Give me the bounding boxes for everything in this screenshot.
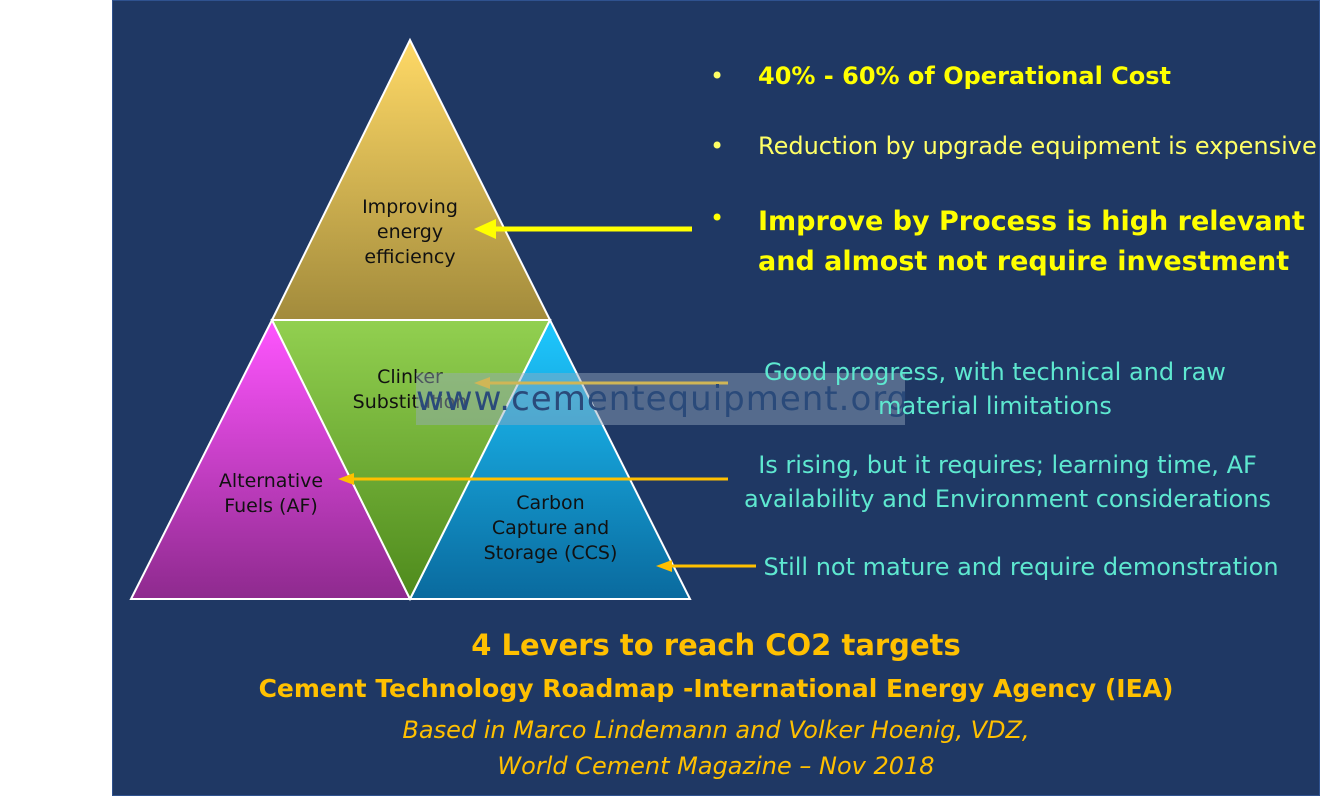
note-clinker: Good progress, with technical and raw ma…	[764, 358, 1226, 420]
caption-title: 4 Levers to reach CO2 targets	[471, 628, 961, 662]
bullet-dot-3: •	[710, 204, 725, 232]
bullet-operational-cost: 40% - 60% of Operational Cost	[758, 62, 1172, 90]
arrow-clinker	[474, 377, 728, 389]
label-ccs: Carbon Capture and Storage (CCS)	[483, 492, 618, 564]
note-af: Is rising, but it requires; learning tim…	[743, 451, 1272, 513]
bullet-improve-by-process: Improve by Process is high relevant and …	[758, 206, 1305, 277]
watermark: www.cementequipment.org	[416, 373, 908, 425]
caption-source-line2: World Cement Magazine – Nov 2018	[497, 752, 935, 780]
label-alternative-fuels: Alternative Fuels (AF)	[218, 470, 324, 517]
bullet-dot-2: •	[710, 132, 725, 160]
label-energy-efficiency: Improving energy efficiency	[362, 196, 458, 268]
note-ccs: Still not mature and require demonstrati…	[763, 553, 1279, 581]
bullet-dot-1: •	[710, 62, 725, 90]
triangle-clinker-substitution	[270, 319, 552, 602]
caption-source: Based in Marco Lindemann and Volker Hoen…	[112, 712, 1320, 784]
bullet-upgrade-equipment: Reduction by upgrade equipment is expens…	[758, 132, 1317, 160]
caption-subtitle: Cement Technology Roadmap -International…	[258, 674, 1174, 703]
triangle-energy-efficiency	[270, 37, 552, 321]
arrow-energy-efficiency	[474, 219, 692, 239]
arrow-ccs	[656, 560, 756, 572]
label-clinker-substitution: Clinker Substitution	[352, 366, 468, 413]
caption-source-line1: Based in Marco Lindemann and Volker Hoen…	[402, 716, 1030, 744]
arrow-af	[338, 473, 728, 485]
